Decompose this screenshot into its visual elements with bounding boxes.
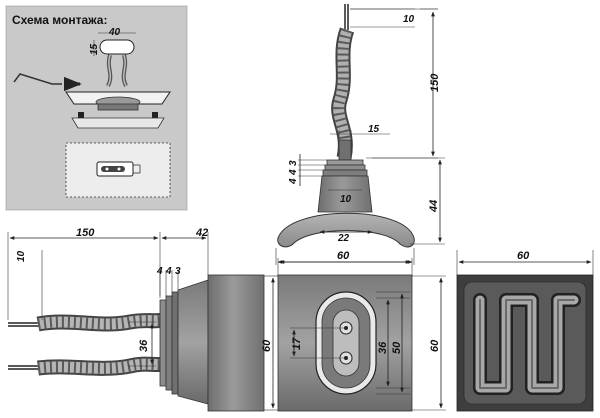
inset-dim-height: 15 [89,43,100,55]
side-dim-collar-length: 42 [195,227,208,239]
top-dim-clip-height: 44 [428,200,440,213]
top-dim-step-3: 4 [288,178,299,185]
bottom-dim-width: 60 [517,250,530,262]
inset-title: Схема монтажа: [12,13,107,27]
side-dim-wire-length: 150 [76,227,95,239]
top-dim-clip-inner: 22 [337,233,350,244]
mounting-scheme-inset: Схема монтажа: 40 15 [5,5,188,211]
side-dim-step-3: 3 [175,266,181,277]
top-dim-neck-width: 15 [368,124,380,135]
top-view: 10 150 15 3 4 4 10 44 22 60 [275,4,445,265]
top-dim-step-1: 3 [288,160,299,166]
top-dim-wire-length: 150 [429,73,441,92]
top-dim-step-2: 4 [288,169,299,176]
side-dim-height: 60 [261,339,273,352]
inset-dim-width: 40 [108,27,121,38]
top-dim-wire-end: 10 [403,14,415,25]
top-dim-collar: 10 [340,194,352,205]
bottom-view: 60 [456,250,594,412]
side-dim-wire-spacing: 36 [138,339,150,352]
front-dim-contacts: 17 [291,337,303,350]
front-dim-slot-outer: 50 [391,341,403,354]
top-dim-block-width: 60 [337,250,350,262]
front-view: 17 36 50 60 [277,258,446,412]
side-dim-step-1: 4 [156,266,163,277]
front-dim-slot-inner: 36 [377,341,389,354]
side-view: 150 42 10 4 4 3 36 60 [7,227,278,412]
side-dim-wire-end: 10 [16,250,27,262]
side-dim-step-2: 4 [165,266,172,277]
front-dim-height: 60 [429,339,441,352]
